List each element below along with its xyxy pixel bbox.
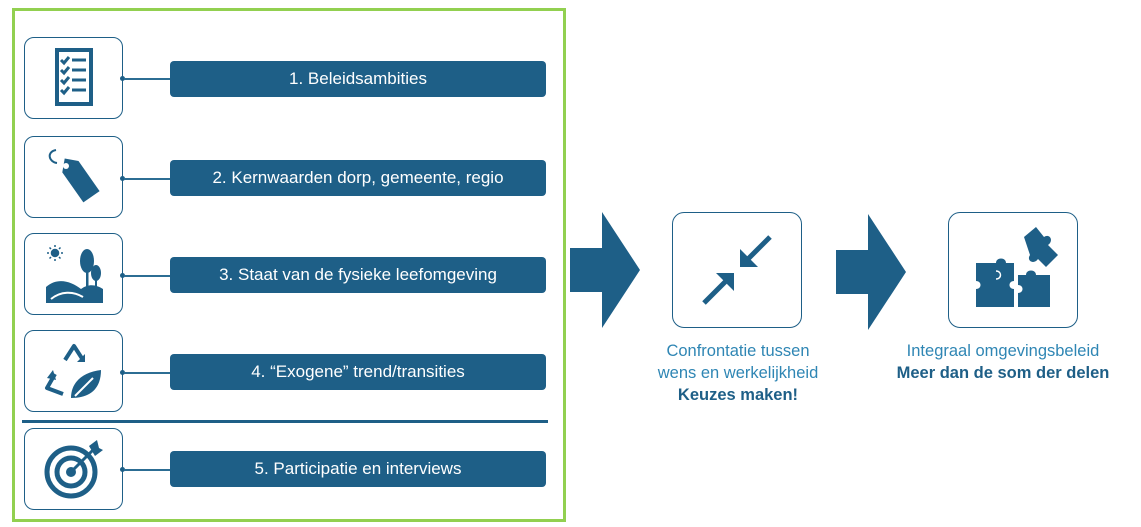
puzzle-icon: [976, 227, 1058, 307]
flow-arrow-1-icon: [570, 212, 640, 328]
step-2-icon-box: [24, 136, 123, 218]
step-5-connector: [124, 469, 170, 471]
integral-line-1: Integraal omgevingsbeleid: [906, 342, 1100, 360]
step-4-icon-box: [24, 330, 123, 412]
step-3-label: 3. Staat van de fysieke leefomgeving: [170, 257, 546, 293]
step-2-label: 2. Kernwaarden dorp, gemeente, regio: [170, 160, 546, 196]
step-1-connector: [124, 78, 170, 80]
recycle-leaf-icon: [44, 344, 101, 398]
price-tag-icon: [48, 149, 100, 203]
step-3-connector-dot: [120, 273, 125, 278]
step-3-connector: [124, 275, 170, 277]
section-divider: [22, 420, 548, 423]
confrontation-box: [672, 212, 802, 328]
confrontation-line-2: wens en werkelijkheid: [657, 364, 819, 382]
step-5-connector-dot: [120, 467, 125, 472]
step-1-label: 1. Beleidsambities: [170, 61, 546, 97]
step-5-label: 5. Participatie en interviews: [170, 451, 546, 487]
step-2-connector-dot: [120, 176, 125, 181]
confrontation-line-3: Keuzes maken!: [677, 386, 799, 404]
step-2-connector: [124, 178, 170, 180]
step-4-connector-dot: [120, 370, 125, 375]
inputs-frame: [12, 8, 566, 522]
landscape-icon: [45, 245, 103, 303]
integral-caption: Integraal omgevingsbeleid Meer dan de so…: [896, 340, 1110, 384]
confrontation-caption: Confrontatie tussen wens en werkelijkhei…: [640, 340, 836, 406]
target-icon: [44, 440, 103, 499]
integral-box: [948, 212, 1078, 328]
step-1-icon-box: [24, 37, 123, 119]
flow-arrow-2-icon: [836, 214, 906, 330]
checklist-icon: [54, 48, 93, 106]
confrontation-line-1: Confrontatie tussen: [666, 342, 810, 360]
step-4-label: 4. “Exogene” trend/transities: [170, 354, 546, 390]
converge-arrows-icon: [702, 235, 772, 305]
step-3-icon-box: [24, 233, 123, 315]
integral-line-2: Meer dan de som der delen: [896, 364, 1110, 382]
step-1-connector-dot: [120, 76, 125, 81]
step-5-icon-box: [24, 428, 123, 510]
step-4-connector: [124, 372, 170, 374]
